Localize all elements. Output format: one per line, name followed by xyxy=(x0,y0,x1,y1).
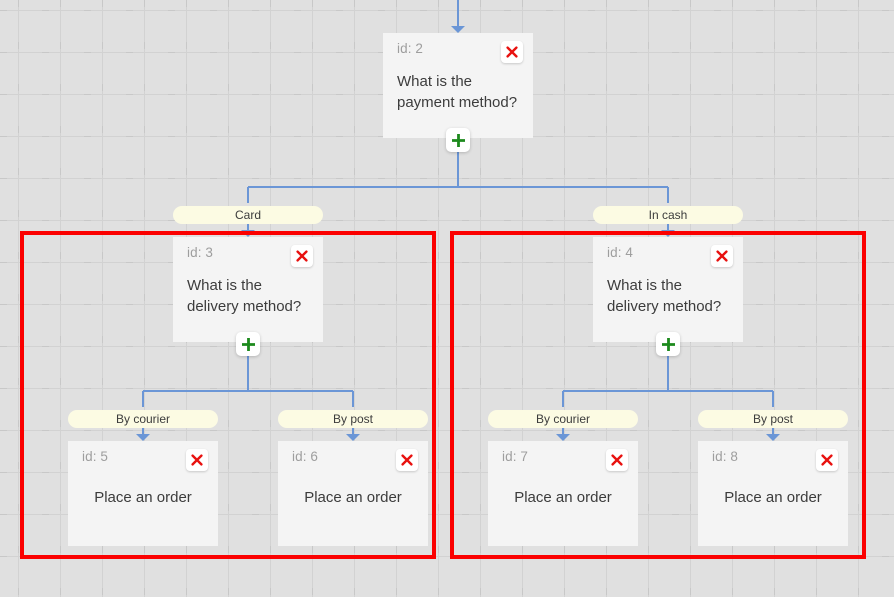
node-text: What is the payment method? xyxy=(397,73,518,111)
close-node-8-button[interactable] xyxy=(816,449,838,471)
flow-node[interactable]: id: 8 Place an order xyxy=(698,441,848,546)
flow-node[interactable]: id: 6 Place an order xyxy=(278,441,428,546)
node-id-label: id: 3 xyxy=(187,245,214,260)
close-icon xyxy=(506,46,518,58)
node-id-label: id: 8 xyxy=(712,449,739,464)
node-id-label: id: 7 xyxy=(502,449,529,464)
node-text: What is the delivery method? xyxy=(607,277,722,315)
plus-icon xyxy=(451,133,465,147)
close-node-2-button[interactable] xyxy=(501,41,523,63)
add-child-node-4-button[interactable] xyxy=(656,332,680,356)
edge-label-in-cash[interactable]: In cash xyxy=(593,206,743,224)
flow-node[interactable]: id: 7 Place an order xyxy=(488,441,638,546)
edge-root-to-node-2-arrowhead xyxy=(451,26,465,33)
edge-card-to-node-3-arrowhead xyxy=(241,230,255,237)
edge-post-to-node-8-arrowhead xyxy=(766,434,780,441)
edge-label-by-courier-right[interactable]: By courier xyxy=(488,410,638,428)
edge-node-2-trunk xyxy=(247,152,669,203)
close-node-7-button[interactable] xyxy=(606,449,628,471)
flow-node[interactable]: id: 2 What is the payment method? xyxy=(383,33,533,138)
node-id-label: id: 5 xyxy=(82,449,109,464)
add-child-node-2-button[interactable] xyxy=(446,128,470,152)
edge-label-by-post-right[interactable]: By post xyxy=(698,410,848,428)
edge-post-to-node-6-arrowhead xyxy=(346,434,360,441)
node-text: What is the delivery method? xyxy=(187,277,302,315)
node-id-label: id: 6 xyxy=(292,449,319,464)
flow-node[interactable]: id: 3 What is the delivery method? xyxy=(173,237,323,342)
node-text: Place an order xyxy=(304,489,402,506)
close-icon xyxy=(296,250,308,262)
close-node-3-button[interactable] xyxy=(291,245,313,267)
edge-node-3-trunk xyxy=(142,356,354,407)
close-icon xyxy=(191,454,203,466)
edge-courier-to-node-5-arrowhead xyxy=(136,434,150,441)
node-text: Place an order xyxy=(724,489,822,506)
edge-courier-to-node-7-arrowhead xyxy=(556,434,570,441)
add-child-node-3-button[interactable] xyxy=(236,332,260,356)
edge-incash-to-node-4-arrowhead xyxy=(661,230,675,237)
edge-label-card[interactable]: Card xyxy=(173,206,323,224)
close-node-6-button[interactable] xyxy=(396,449,418,471)
node-text: Place an order xyxy=(94,489,192,506)
node-id-label: id: 2 xyxy=(397,41,424,56)
edge-node-4-trunk xyxy=(562,356,774,407)
close-icon xyxy=(611,454,623,466)
close-node-4-button[interactable] xyxy=(711,245,733,267)
edge-label-by-post-left[interactable]: By post xyxy=(278,410,428,428)
plus-icon xyxy=(661,337,675,351)
node-text: Place an order xyxy=(514,489,612,506)
edge-label-by-courier-left[interactable]: By courier xyxy=(68,410,218,428)
flow-node[interactable]: id: 4 What is the delivery method? xyxy=(593,237,743,342)
plus-icon xyxy=(241,337,255,351)
close-icon xyxy=(821,454,833,466)
close-node-5-button[interactable] xyxy=(186,449,208,471)
node-id-label: id: 4 xyxy=(607,245,634,260)
flow-node[interactable]: id: 5 Place an order xyxy=(68,441,218,546)
close-icon xyxy=(401,454,413,466)
close-icon xyxy=(716,250,728,262)
